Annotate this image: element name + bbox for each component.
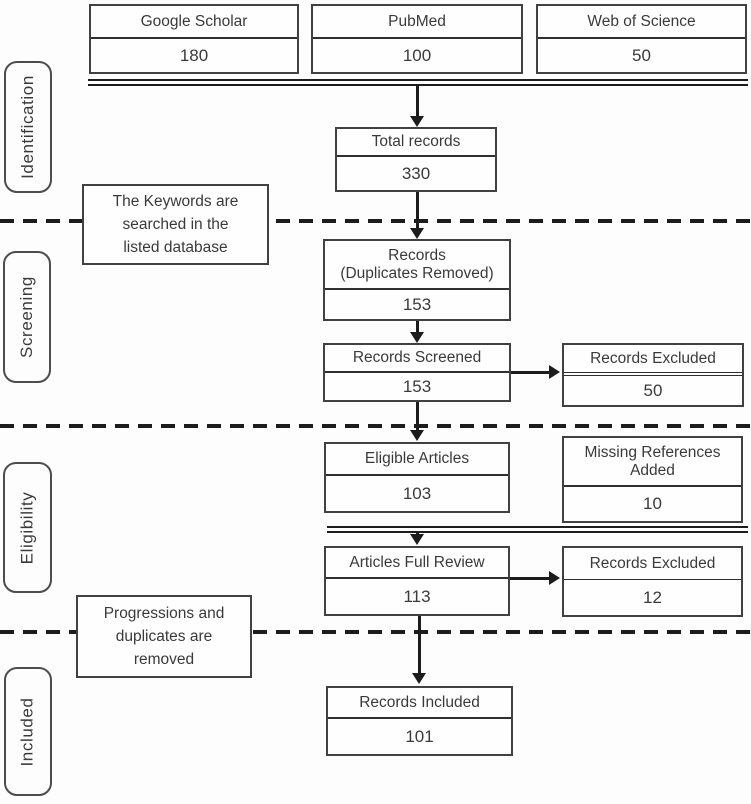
eligible-articles-count: 103	[402, 483, 432, 503]
records-excluded-eligibility-label: Records Excluded	[564, 548, 741, 580]
connector-line	[511, 371, 550, 374]
phase-divider-screening-eligibility	[0, 424, 751, 428]
records-excluded-screening-count: 50	[564, 375, 742, 405]
source-google-scholar-count: 180	[179, 45, 209, 65]
stage-screening: Screening	[3, 251, 51, 383]
source-web-of-science-box: Web of Science 50	[536, 4, 747, 74]
connector-line	[418, 616, 421, 674]
phase-divider-identification-screening	[0, 219, 751, 223]
records-included-label: Records Included	[328, 688, 511, 719]
connector-line	[416, 531, 419, 536]
eligible-articles-box: Eligible Articles 103	[324, 442, 510, 513]
note-progressions: Progressions and duplicates are removed	[76, 595, 252, 678]
records-included-count: 101	[405, 726, 434, 746]
missing-references-box: Missing References Added 10	[562, 436, 743, 523]
stage-included-label: Included	[18, 696, 38, 767]
arrow-down-icon	[412, 673, 426, 684]
records-excluded-eligibility-count: 12	[643, 587, 662, 607]
stage-eligibility-label: Eligibility	[17, 491, 37, 564]
connector-line	[510, 577, 550, 580]
records-screened-count: 153	[402, 376, 432, 396]
arrow-down-icon	[410, 534, 424, 545]
arrow-right-icon	[549, 365, 560, 379]
collector-line-eligibility	[327, 526, 748, 533]
source-google-scholar-box: Google Scholar 180	[89, 4, 299, 74]
arrow-right-icon	[549, 571, 560, 585]
stage-identification: Identification	[4, 61, 52, 193]
records-screened-label: Records Screened	[325, 345, 509, 373]
records-excluded-screening-box: Records Excluded 50	[562, 343, 744, 407]
stage-identification-label: Identification	[18, 75, 38, 179]
duplicates-removed-count: 153	[402, 294, 432, 314]
source-google-scholar-label: Google Scholar	[91, 6, 297, 39]
missing-references-label-line1: Missing References	[584, 443, 721, 461]
stage-screening-label: Screening	[17, 276, 37, 358]
connector-line	[416, 192, 419, 229]
source-pubmed-box: PubMed 100	[311, 4, 523, 74]
articles-full-review-label: Articles Full Review	[326, 548, 508, 579]
collector-line-top	[88, 79, 748, 86]
records-excluded-eligibility-box: Records Excluded 12	[562, 546, 743, 617]
missing-references-count: 10	[643, 494, 662, 513]
arrow-down-icon	[410, 228, 424, 239]
articles-full-review-count: 113	[403, 586, 431, 606]
duplicates-removed-label-line2: (Duplicates Removed)	[340, 264, 494, 282]
arrow-down-icon	[410, 332, 424, 343]
total-records-count: 330	[401, 163, 431, 183]
duplicates-removed-label: Records (Duplicates Removed)	[325, 241, 509, 290]
records-screened-box: Records Screened 153	[323, 343, 511, 402]
duplicates-removed-box: Records (Duplicates Removed) 153	[323, 239, 511, 321]
connector-line	[416, 402, 419, 431]
records-excluded-screening-label: Records Excluded	[564, 345, 742, 373]
missing-references-label: Missing References Added	[564, 438, 741, 487]
articles-full-review-box: Articles Full Review 113	[324, 546, 510, 616]
source-web-of-science-label: Web of Science	[538, 6, 745, 39]
arrow-down-icon	[410, 430, 424, 441]
connector-line	[416, 86, 419, 117]
duplicates-removed-label-line1: Records	[388, 246, 446, 264]
note-keywords: The Keywords are searched in the listed …	[82, 184, 269, 265]
total-records-box: Total records 330	[335, 127, 497, 192]
connector-line	[416, 321, 419, 333]
missing-references-label-line2: Added	[630, 461, 675, 479]
source-web-of-science-count: 50	[632, 45, 651, 65]
source-pubmed-count: 100	[402, 45, 432, 65]
eligible-articles-label: Eligible Articles	[326, 444, 508, 476]
stage-eligibility: Eligibility	[3, 462, 52, 593]
records-included-box: Records Included 101	[326, 686, 513, 756]
total-records-label: Total records	[337, 129, 495, 157]
arrow-down-icon	[410, 116, 424, 127]
stage-included: Included	[4, 667, 52, 796]
phase-divider-eligibility-included	[0, 630, 751, 634]
source-pubmed-label: PubMed	[313, 6, 521, 39]
